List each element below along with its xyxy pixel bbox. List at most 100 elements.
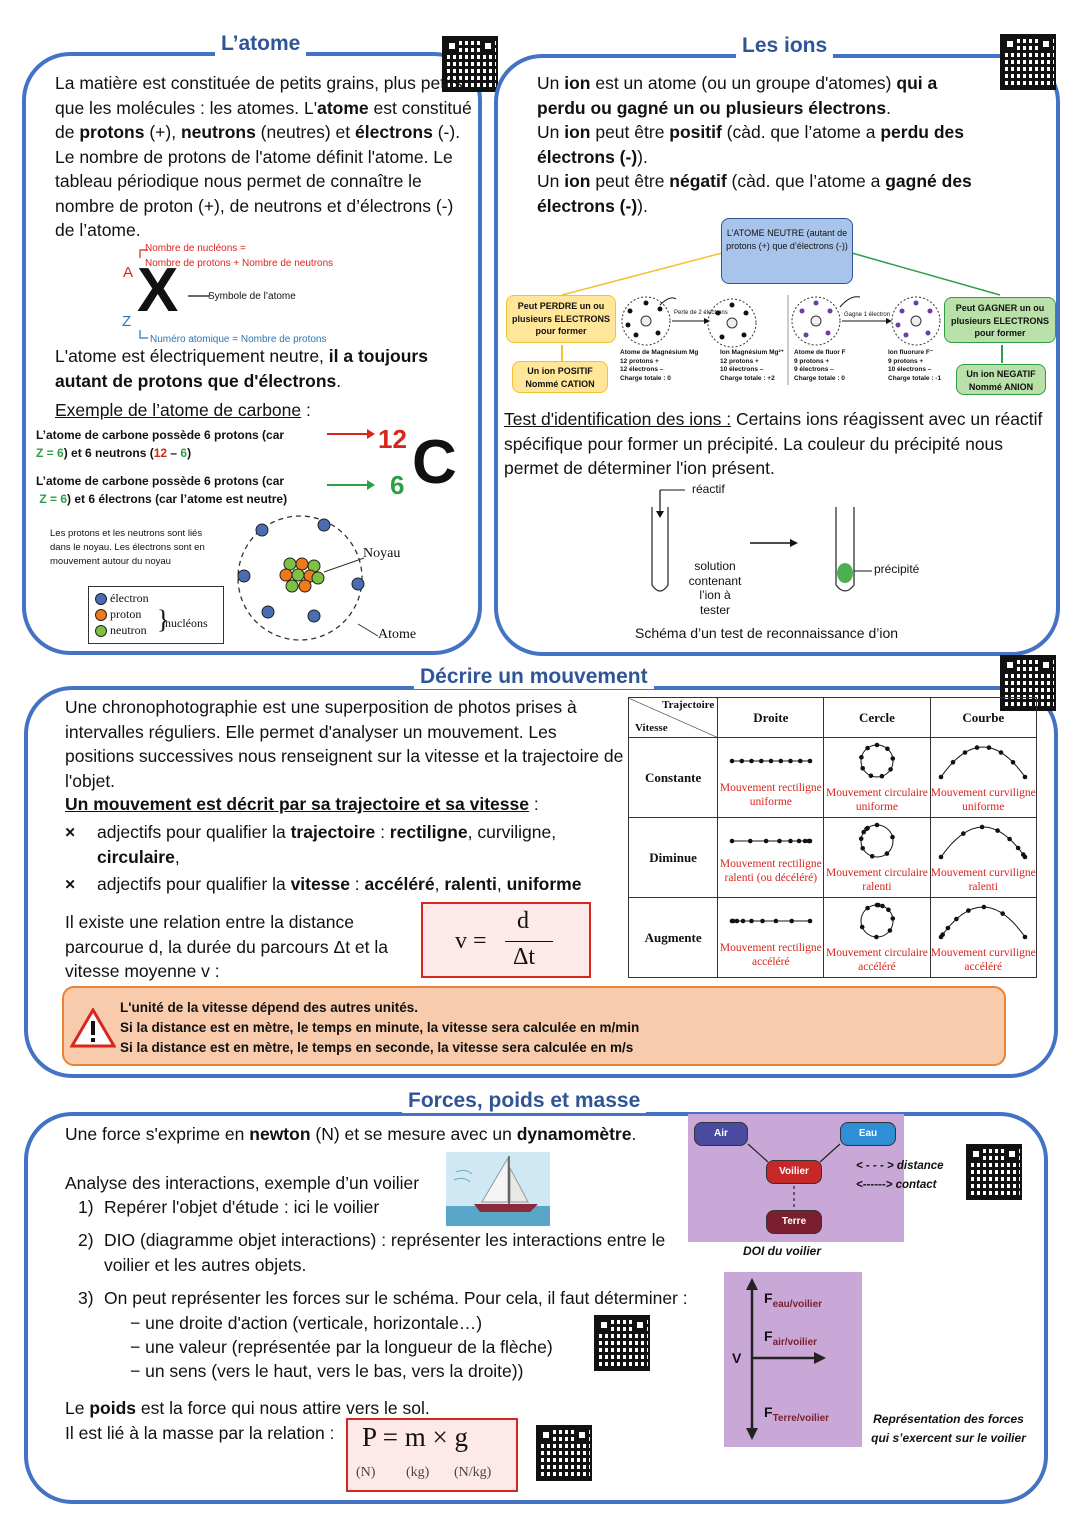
cell-label: Mouvement circulaire uniforme	[826, 787, 928, 813]
movement-table-grid: Trajectoire Vitesse Droite Cercle Courbe…	[627, 697, 1038, 978]
carbon-example-colon: :	[301, 400, 311, 420]
ion-test-paragraph: Test d'identification des ions : Certain…	[504, 407, 1049, 481]
trajectory-sketch	[938, 745, 1028, 780]
ions-p2: Un ion peut être positif (càd. que l’ato…	[537, 120, 987, 169]
atome-intro-segment: La matière est constituée de petits grai…	[55, 73, 463, 118]
loss-label: Perte de 2 électrons	[674, 310, 728, 316]
position-dot	[1007, 836, 1013, 842]
formula-denominator: Δt	[513, 944, 536, 970]
position-dot	[945, 925, 951, 931]
neutral-atom-text: L’ATOME NEUTRE (autant de protons (+) qu…	[726, 228, 848, 251]
position-dot	[734, 918, 739, 924]
cell-label: Mouvement circulaire accéléré	[826, 947, 928, 973]
cell-curviligne-uniforme: Mouvement curviligne uniforme	[929, 737, 1038, 818]
ex1-text-d: )	[187, 446, 192, 460]
col-cercle: Cercle	[823, 697, 931, 738]
position-dot	[759, 918, 765, 924]
ex2-text-a: L’atome de carbone possède 6 protons (ca…	[36, 474, 285, 488]
atome-intro-segment: électrons	[355, 122, 433, 142]
anion-text: Un ion NEGATIF Nommé ANION	[966, 369, 1036, 392]
ions-p3-segment: gagné des électrons (-)	[537, 171, 972, 216]
doi-eau: Eau	[840, 1122, 896, 1146]
position-dot	[865, 825, 870, 831]
lose-electrons-text: Peut PERDRE un ou plusieurs ELECTRONS po…	[511, 301, 610, 336]
formula-numerator: d	[517, 908, 529, 934]
notation-z: Z	[122, 313, 132, 330]
position-dot	[874, 742, 880, 748]
col-courbe: Courbe	[929, 697, 1038, 738]
cation-text: Un ion POSITIF Nommé CATION	[525, 366, 595, 389]
qr-code-atome[interactable]	[442, 36, 498, 92]
mv-b2-segment: ralenti	[444, 874, 497, 894]
mv-b1-segment: , curviligne,	[467, 822, 557, 842]
mv-b2-segment: vitesse	[290, 874, 350, 894]
mv-b2-segment: ,	[496, 874, 507, 894]
position-dot	[888, 767, 893, 772]
cell-rectiligne-accelere: Mouvement rectiligne accéléré	[717, 897, 825, 978]
mv-b2-segment: ,	[434, 874, 445, 894]
mv-b2-segment: uniforme	[506, 874, 582, 894]
gain-electrons-box: Peut GAGNER un ou plusieurs ELECTRONS po…	[944, 297, 1056, 343]
cell-circulaire-ralenti: Mouvement circulaire ralenti	[823, 817, 931, 898]
atome-intro-segment: (neutres) et	[255, 122, 356, 142]
unit-n: (N)	[356, 1465, 376, 1480]
position-dot	[776, 838, 782, 844]
position-dot	[950, 760, 956, 765]
cell-curviligne-ralenti: Mouvement curviligne ralenti	[929, 817, 1038, 898]
atome-intro-segment: atome	[317, 97, 369, 118]
warning-line-1: L'unité de la vitesse dépend des autres …	[120, 1000, 419, 1015]
bullet-mark-1: ×	[65, 822, 76, 842]
position-dot	[879, 773, 885, 779]
mv-b2-segment: :	[349, 874, 365, 894]
ex1-c2: –	[167, 446, 181, 460]
position-dot	[860, 846, 865, 851]
position-dot	[869, 854, 875, 859]
ion-test-caption: Schéma d’un test de reconnaissance d’ion	[635, 625, 899, 641]
bullet-vitesse: adjectifs pour qualifier la vitesse : ac…	[97, 872, 617, 897]
cell-circulaire-accelere: Mouvement circulaire accéléré	[823, 897, 931, 978]
ions-p3-segment: ion	[564, 171, 591, 191]
cell-label: Mouvement rectiligne accéléré	[719, 942, 822, 968]
carbon-line-1: L’atome de carbone possède 6 protons (ca…	[36, 426, 326, 462]
row-augmente: Augmente	[627, 897, 719, 978]
ions-p1-segment: .	[886, 97, 891, 118]
step-2-number: 2)	[78, 1230, 94, 1250]
electrons	[237, 518, 365, 623]
qr-code-forces-3[interactable]	[966, 1144, 1022, 1200]
weight-definition: Le poids est la force qui nous attire ve…	[65, 1396, 430, 1421]
mouvement-intro: Une chronophotographie est une superposi…	[65, 697, 624, 791]
position-dot	[796, 838, 802, 844]
position-dot	[874, 822, 880, 828]
atome-neutral: L'atome est électriquement neutre, il a …	[55, 344, 475, 393]
legend-electron: électron	[95, 590, 223, 606]
legend-electron-label: électron	[110, 591, 149, 605]
carbon-mass-number: 12	[378, 424, 407, 454]
qr-code-ions[interactable]	[1000, 34, 1056, 90]
weight-formula-box: P = m × g (N) (kg) (N/kg)	[346, 1418, 518, 1492]
qr-code-mouvement[interactable]	[1000, 655, 1056, 711]
qr-code-forces-2[interactable]	[536, 1425, 592, 1481]
position-dot	[954, 916, 959, 922]
forces-arrows	[746, 1278, 826, 1440]
symbol-label: Symbole de l’atome	[208, 291, 296, 302]
ions-p1: Un ion est un atome (ou un groupe d'atom…	[537, 71, 987, 120]
formula-v: v =	[455, 928, 487, 954]
interaction-analysis-heading: Analyse des interactions, exemple d’un v…	[65, 1173, 420, 1193]
qr-code-forces-1[interactable]	[594, 1315, 650, 1371]
position-dot	[938, 774, 944, 780]
row-constante: Constante	[627, 737, 719, 818]
ions-p1-segment: ion	[564, 73, 591, 93]
trajectory-sketch	[938, 904, 1028, 940]
position-dot	[890, 756, 896, 761]
cell-curviligne-accelere: Mouvement curviligne accéléré	[929, 897, 1038, 978]
weight-formula: P = m × g	[362, 1422, 468, 1452]
sailboat-image	[446, 1152, 550, 1226]
position-dot	[748, 758, 754, 764]
criterion-value: − une valeur (représentée par la longueu…	[130, 1337, 553, 1357]
f-poids-segment: poids	[89, 1398, 136, 1418]
mv-b1-segment: adjectifs pour qualifier la	[97, 822, 291, 842]
ions-p3-segment: négatif	[669, 171, 727, 191]
position-dot	[807, 838, 813, 844]
position-dot	[1000, 911, 1006, 916]
step-2: DIO (diagramme objet interactions) : rep…	[104, 1230, 666, 1275]
